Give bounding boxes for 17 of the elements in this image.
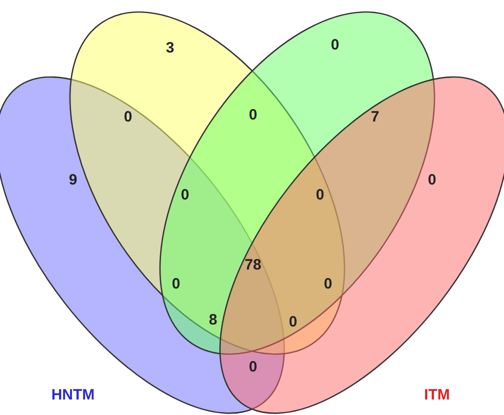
count-label: 0 [428,172,436,188]
count-label: 0 [248,358,258,376]
count-label: 0 [180,186,190,204]
count-label: 0 [324,276,332,292]
set-label: ITM [424,386,450,404]
count-label: 9 [68,172,78,188]
count-label: 8 [208,312,218,328]
count-label: 0 [316,186,324,204]
count-label: 0 [330,36,340,54]
count-label: 0 [288,314,298,330]
count-label: 0 [248,106,258,124]
count-label: 0 [172,276,180,292]
set-label: HNTM [51,386,95,404]
count-label: 78 [244,256,262,274]
count-label: 3 [166,40,174,56]
count-label: 0 [124,108,132,126]
count-label: 7 [370,108,380,126]
